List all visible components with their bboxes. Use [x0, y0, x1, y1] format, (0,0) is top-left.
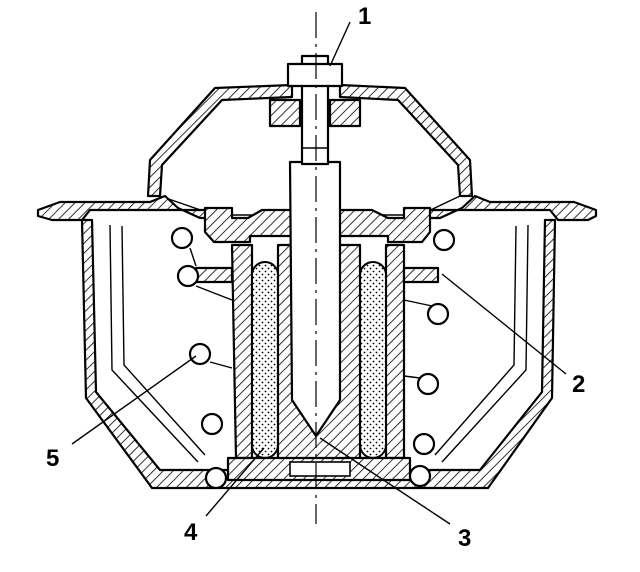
return-spring: [170, 226, 456, 490]
piston-rod: [288, 160, 342, 438]
upper-dome-cover: [146, 83, 294, 198]
callout-1: 1: [358, 3, 371, 30]
callout-2: 2: [572, 371, 585, 398]
wax-chamber-right: [359, 261, 387, 459]
top-bushing-left: [268, 98, 302, 128]
callout-4: 4: [184, 519, 198, 546]
callout-3: 3: [458, 525, 471, 552]
spindle-cap: [286, 62, 344, 88]
mounting-flange-right: [408, 194, 598, 222]
top-bushing-right: [328, 98, 362, 128]
callout-5: 5: [46, 445, 59, 472]
cylinder-sleeve: [230, 243, 254, 460]
callout-leaders: [71, 21, 567, 525]
wax-chamber-left: [251, 261, 279, 459]
mounting-flange: [36, 194, 232, 222]
upper-dome-cover-right: [338, 83, 474, 198]
outer-housing: [80, 218, 557, 490]
cylinder-sleeve-right: [384, 243, 406, 460]
